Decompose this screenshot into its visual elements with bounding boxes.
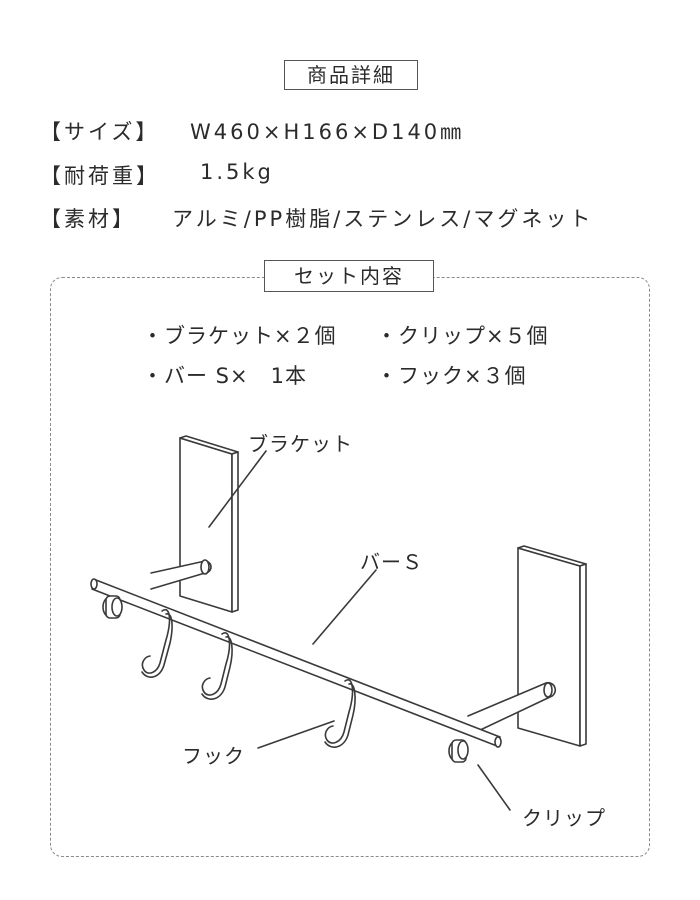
spec-load-value: 1.5kg — [200, 160, 274, 184]
label-hook: フック — [182, 744, 245, 768]
spec-material-label: 【素材】 — [40, 207, 136, 231]
left-bracket — [150, 435, 239, 613]
right-bracket — [467, 545, 587, 747]
item-hook: ・フック×３個 — [376, 364, 527, 388]
clip-right — [448, 739, 469, 763]
clip-left — [102, 595, 123, 619]
spec-load: 【耐荷重】 1.5kg — [40, 160, 271, 190]
item-bracket: ・ブラケット×２個 — [142, 324, 337, 348]
spec-size-label: 【サイズ】 — [40, 120, 160, 144]
set-contents-title: セット内容 — [264, 260, 434, 292]
leader-clip — [477, 764, 511, 811]
hook-3 — [324, 678, 356, 748]
label-bracket: ブラケット — [248, 432, 353, 456]
item-bar: ・バー S× 1本 — [142, 364, 307, 388]
spec-material: 【素材】 アルミ/PP樹脂/ステンレス/マグネット — [40, 203, 590, 233]
label-clip: クリップ — [522, 806, 606, 830]
spec-size: 【サイズ】 W460×H166×D140㎜ — [40, 116, 461, 146]
leader-hook — [257, 720, 335, 749]
label-bar: バーＳ — [360, 550, 423, 574]
hook-1 — [141, 608, 173, 678]
item-clip: ・クリップ×５個 — [376, 324, 549, 348]
spec-load-label: 【耐荷重】 — [40, 164, 160, 188]
spec-material-value: アルミ/PP樹脂/ステンレス/マグネット — [172, 207, 594, 231]
spec-size-value: W460×H166×D140㎜ — [190, 120, 465, 144]
details-title: 商品詳細 — [284, 60, 418, 90]
bar-s — [90, 578, 502, 748]
leader-bar — [312, 569, 377, 645]
leader-bracket — [208, 450, 267, 528]
hook-2 — [201, 631, 233, 700]
